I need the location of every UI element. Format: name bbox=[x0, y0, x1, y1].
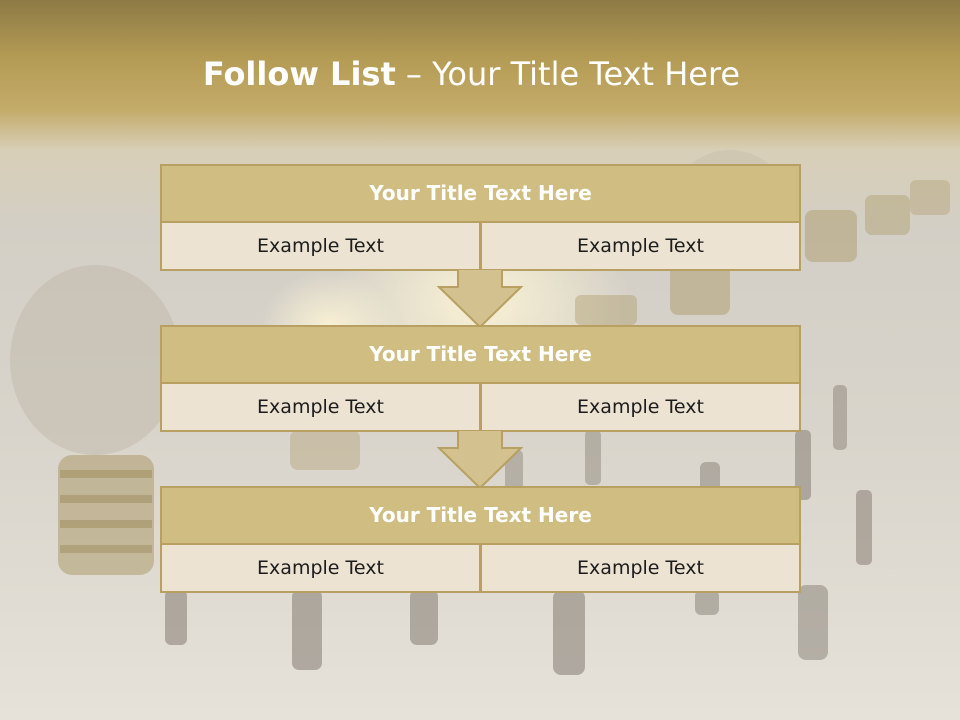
slide-title-bold: Follow List bbox=[202, 55, 396, 93]
follow-block-3: Your Title Text Here Example Text Exampl… bbox=[160, 486, 801, 593]
slide-title: Follow List – Your Title Text Here bbox=[0, 55, 943, 93]
block-2-right-cell: Example Text bbox=[480, 382, 801, 432]
block-3-title: Your Title Text Here bbox=[160, 486, 801, 545]
block-3-right-cell: Example Text bbox=[480, 543, 801, 593]
down-arrow-icon bbox=[437, 269, 523, 329]
follow-block-2: Your Title Text Here Example Text Exampl… bbox=[160, 325, 801, 432]
block-1-right-cell: Example Text bbox=[480, 221, 801, 271]
block-2-title: Your Title Text Here bbox=[160, 325, 801, 384]
block-3-left-cell: Example Text bbox=[160, 543, 481, 593]
slide-title-rest: – Your Title Text Here bbox=[395, 55, 741, 93]
down-arrow-icon bbox=[437, 430, 523, 490]
block-2-left-cell: Example Text bbox=[160, 382, 481, 432]
follow-block-1: Your Title Text Here Example Text Exampl… bbox=[160, 164, 801, 271]
block-1-left-cell: Example Text bbox=[160, 221, 481, 271]
block-1-title: Your Title Text Here bbox=[160, 164, 801, 223]
